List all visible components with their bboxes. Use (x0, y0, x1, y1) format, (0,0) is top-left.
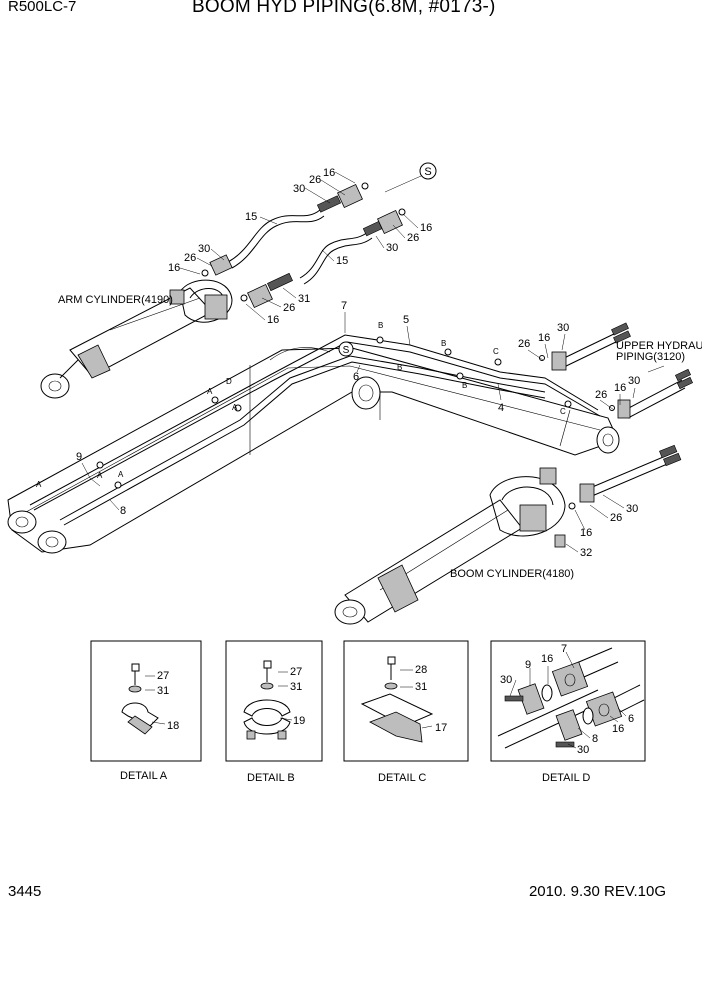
boom-nose-pin-right (37, 530, 67, 554)
boom-cylinder-callout: BOOM CYLINDER(4180) (450, 568, 574, 580)
detail-b-caption: DETAIL B (247, 772, 295, 784)
upper-piping-callout-1: UPPER HYDRAULIC (616, 340, 702, 352)
part-9: 9 (525, 659, 531, 671)
diagram-label: C (493, 347, 499, 356)
part-30: 30 (626, 503, 638, 515)
boom-nose-pin-left (7, 510, 37, 534)
diagram-label: S (424, 166, 431, 178)
part-7: 7 (341, 300, 347, 312)
part-16: 16 (420, 222, 432, 234)
part-7: 7 (561, 643, 567, 655)
part-6: 6 (353, 371, 359, 383)
boom-foot-boss (351, 376, 381, 410)
part-16: 16 (168, 262, 180, 274)
part-26: 26 (518, 338, 530, 350)
part-18: 18 (167, 720, 179, 732)
part-28: 28 (415, 664, 427, 676)
part-30: 30 (628, 375, 640, 387)
diagram-label: A (36, 480, 42, 489)
detail-a-caption: DETAIL A (120, 770, 168, 782)
diagram-label: C (560, 407, 566, 416)
part-5: 5 (403, 314, 409, 326)
part-30: 30 (198, 243, 210, 255)
page-number: 3445 (8, 883, 42, 900)
detail-c-box: 28 31 17 (343, 640, 469, 762)
diagram-label: B (397, 363, 402, 372)
upper-right-fittings (539, 322, 694, 510)
part-16: 16 (323, 167, 335, 179)
part-26: 26 (283, 302, 295, 314)
part-15: 15 (245, 211, 257, 223)
boom-cylinder (334, 467, 566, 625)
part-26: 26 (595, 389, 607, 401)
detail-d-caption: DETAIL D (542, 772, 590, 784)
detail-letter-markers: B B B B C C A D A A A A (36, 321, 566, 489)
part-6: 6 (628, 713, 634, 725)
part-27: 27 (290, 666, 302, 678)
diagram-label: A (118, 470, 124, 479)
diagram-label: D (226, 377, 232, 386)
part-8: 8 (120, 505, 126, 517)
detail-d-box: 9 16 7 30 6 16 8 30 (490, 640, 646, 762)
detail-c-caption: DETAIL C (378, 772, 426, 784)
part-16: 16 (580, 527, 592, 539)
part-30: 30 (386, 242, 398, 254)
diagram-label: A (232, 403, 238, 412)
part-15: 15 (336, 255, 348, 267)
revision-date: 2010. 9.30 REV.10G (528, 883, 666, 900)
arm-cylinder-callout: ARM CYLINDER(4190) (58, 294, 173, 306)
part-8: 8 (592, 733, 598, 745)
part-17: 17 (435, 722, 447, 734)
boom-cylinder-boss (596, 426, 620, 454)
part-30: 30 (577, 744, 589, 756)
part-19: 19 (293, 715, 305, 727)
arm-cylinder (40, 279, 233, 399)
part-27: 27 (157, 670, 169, 682)
page-title: BOOM HYD PIPING(6.8M, #0173-) (192, 0, 496, 17)
diagram-label: A (207, 387, 213, 396)
leader-lines (81, 171, 636, 553)
part-26: 26 (407, 232, 419, 244)
part-16: 16 (538, 332, 550, 344)
diagram-label: B (441, 339, 446, 348)
diagram-label: B (462, 381, 467, 390)
part-number-labels: 16 26 30 15 16 26 30 15 30 26 16 31 26 1… (76, 167, 640, 559)
part-30: 30 (500, 674, 512, 686)
detail-b-box: 27 31 19 (225, 640, 323, 762)
part-26: 26 (610, 512, 622, 524)
part-26: 26 (309, 174, 321, 186)
diagram-label: A (97, 471, 103, 480)
part-16: 16 (612, 723, 624, 735)
boom-structure (7, 347, 620, 554)
part-31: 31 (290, 681, 302, 693)
upper-piping-callout-2: PIPING(3120) (616, 351, 685, 363)
part-16: 16 (541, 653, 553, 665)
part-31: 31 (298, 293, 310, 305)
upper-hoses (201, 171, 431, 309)
model-code: R500LC-7 (8, 0, 77, 15)
part-9: 9 (76, 451, 82, 463)
part-16: 16 (267, 314, 279, 326)
detail-a-box: 27 31 18 (90, 640, 202, 762)
diagram-label: B (378, 321, 383, 330)
diagram-label: S (343, 345, 350, 356)
part-32: 32 (580, 547, 592, 559)
part-31: 31 (157, 685, 169, 697)
part-31: 31 (415, 681, 427, 693)
part-16: 16 (614, 382, 626, 394)
section-marker-s: S S (338, 162, 437, 357)
part-30: 30 (293, 183, 305, 195)
part-26: 26 (184, 252, 196, 264)
part-4: 4 (498, 402, 504, 414)
part-30: 30 (557, 322, 569, 334)
